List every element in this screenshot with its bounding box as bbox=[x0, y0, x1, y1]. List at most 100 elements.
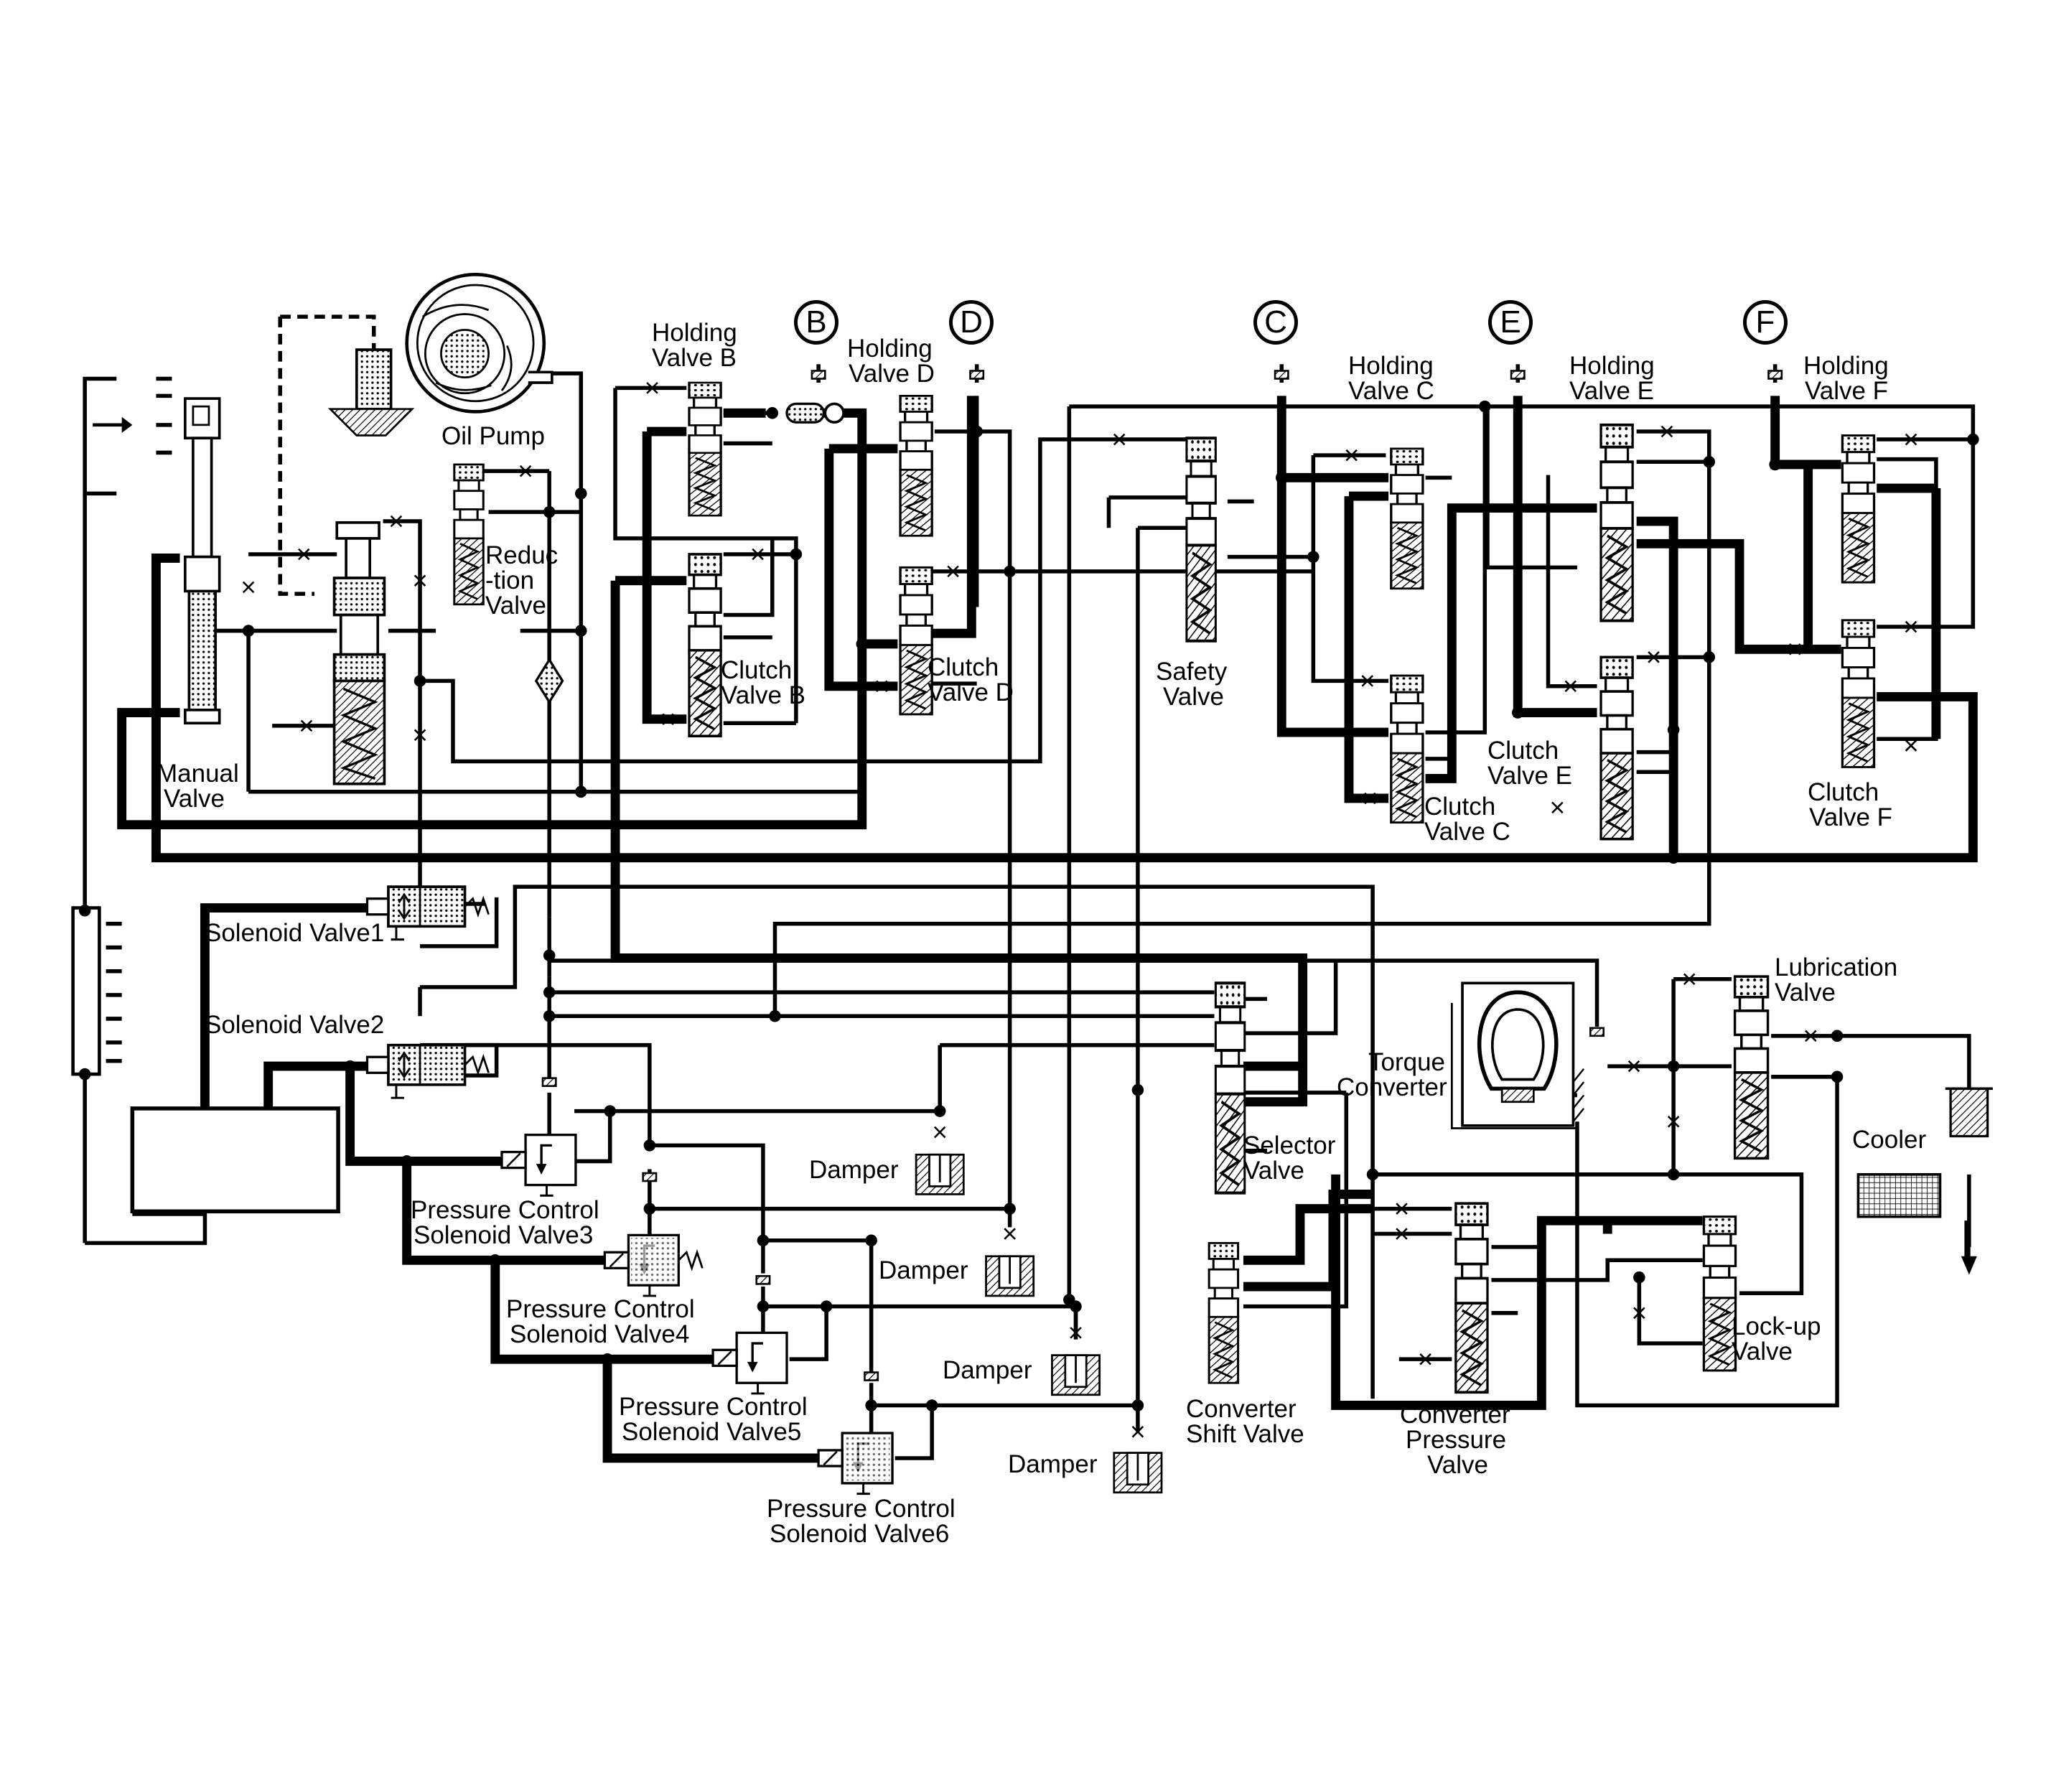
clutch-valve-b-body bbox=[688, 553, 722, 738]
clutch-valve-e-body bbox=[1599, 655, 1634, 841]
label-converter-pressure-valve-line3: Valve bbox=[1427, 1451, 1488, 1479]
label-selector-valve-line1: Selector bbox=[1243, 1131, 1336, 1159]
label-holding-valve-c-line1: Holding bbox=[1348, 352, 1434, 380]
label-damper-2: Damper bbox=[879, 1256, 968, 1284]
label-lubrication-valve-line2: Valve bbox=[1775, 979, 1836, 1007]
label-safety-valve-line1: Safety bbox=[1156, 658, 1228, 686]
pressure-control-solenoid-valve3-body bbox=[500, 1134, 577, 1197]
control-unit-box bbox=[130, 1106, 340, 1214]
holding-valve-d-body bbox=[899, 394, 933, 537]
holding-valve-f-body bbox=[1841, 434, 1876, 584]
label-pc-solenoid-valve3-line2: Solenoid Valve3 bbox=[414, 1221, 594, 1249]
label-solenoid-valve1: Solenoid Valve1 bbox=[205, 919, 385, 947]
converter-pressure-valve-body bbox=[1454, 1202, 1489, 1394]
label-damper-3: Damper bbox=[943, 1356, 1032, 1384]
cooler-body bbox=[1856, 1172, 1977, 1275]
holding-valve-b-body bbox=[688, 381, 722, 517]
label-solenoid-valve2: Solenoid Valve2 bbox=[205, 1011, 385, 1039]
label-pc-solenoid-valve4-line2: Solenoid Valve4 bbox=[510, 1320, 690, 1348]
label-selector-valve-line2: Valve bbox=[1243, 1157, 1304, 1185]
label-clutch-valve-e-line1: Clutch bbox=[1487, 737, 1559, 765]
safety-valve-body bbox=[1185, 437, 1218, 643]
label-torque-converter-line1: Torque bbox=[1368, 1048, 1446, 1076]
reduction-valve-body bbox=[453, 463, 485, 606]
lubrication-valve-body bbox=[1733, 975, 1770, 1160]
circle-marker-d: D bbox=[949, 300, 994, 345]
label-clutch-valve-e-line2: Valve E bbox=[1487, 762, 1573, 790]
label-clutch-valve-c-line2: Valve C bbox=[1424, 818, 1510, 846]
line-filters bbox=[541, 370, 1783, 1381]
damper-3-symbol bbox=[1051, 1354, 1101, 1396]
label-pc-solenoid-valve5-line2: Solenoid Valve5 bbox=[622, 1418, 802, 1446]
gear-selector-scale bbox=[71, 906, 101, 1076]
label-lockup-valve-line2: Valve bbox=[1732, 1338, 1793, 1366]
label-clutch-valve-b-line1: Clutch bbox=[721, 656, 793, 684]
label-pc-solenoid-valve6-line2: Solenoid Valve6 bbox=[770, 1520, 950, 1548]
oil-pump bbox=[405, 273, 553, 414]
circle-marker-b: B bbox=[794, 300, 839, 345]
label-holding-valve-d-line2: Valve D bbox=[849, 360, 935, 388]
label-damper-1: Damper bbox=[809, 1156, 899, 1184]
label-holding-valve-c-line2: Valve C bbox=[1348, 377, 1434, 405]
holding-valve-c-body bbox=[1390, 447, 1424, 590]
label-holding-valve-e-line1: Holding bbox=[1569, 352, 1655, 380]
label-manual-valve-line1: Manual bbox=[157, 760, 239, 788]
label-clutch-valve-f-line2: Valve F bbox=[1809, 803, 1893, 831]
selector-valve-body bbox=[1215, 983, 1244, 1193]
label-pc-solenoid-valve5-line1: Pressure Control bbox=[619, 1393, 808, 1421]
strainer bbox=[534, 657, 564, 704]
label-holding-valve-b-line1: Holding bbox=[652, 319, 737, 347]
damper-4-symbol bbox=[1113, 1452, 1163, 1494]
label-converter-pressure-valve-line2: Pressure bbox=[1406, 1426, 1507, 1454]
label-holding-valve-f-line2: Valve F bbox=[1805, 377, 1889, 405]
oil-filter bbox=[1945, 1087, 1993, 1138]
clutch-valve-c-body bbox=[1390, 674, 1424, 824]
label-clutch-valve-c-line1: Clutch bbox=[1424, 793, 1496, 821]
label-holding-valve-b-line2: Valve B bbox=[652, 344, 737, 372]
label-cooler: Cooler bbox=[1852, 1126, 1927, 1154]
damper-2-symbol bbox=[985, 1255, 1035, 1297]
circle-marker-f: F bbox=[1743, 300, 1788, 345]
label-clutch-valve-b-line2: Valve B bbox=[721, 681, 806, 709]
check-ball-valve bbox=[785, 402, 845, 424]
label-clutch-valve-d-line2: Valve D bbox=[928, 678, 1014, 706]
label-torque-converter-line2: Converter bbox=[1337, 1073, 1447, 1101]
label-lockup-valve-line1: Lock-up bbox=[1732, 1312, 1821, 1340]
label-pc-solenoid-valve3-line1: Pressure Control bbox=[411, 1196, 599, 1224]
clutch-valve-f-body bbox=[1841, 619, 1876, 769]
label-holding-valve-d-line1: Holding bbox=[847, 335, 933, 363]
lockup-valve-body bbox=[1702, 1215, 1737, 1372]
holding-valve-e-body bbox=[1599, 423, 1635, 622]
label-pc-solenoid-valve4-line1: Pressure Control bbox=[506, 1295, 695, 1323]
label-converter-pressure-valve-line1: Converter bbox=[1400, 1401, 1510, 1429]
converter-shift-valve-body bbox=[1207, 1241, 1240, 1384]
circle-marker-c: C bbox=[1253, 300, 1298, 345]
label-converter-shift-valve-line1: Converter bbox=[1186, 1395, 1297, 1423]
label-holding-valve-f-line1: Holding bbox=[1803, 352, 1889, 380]
oil-reservoir bbox=[327, 348, 415, 437]
pressure-control-solenoid-valve4-body bbox=[603, 1233, 704, 1297]
label-safety-valve-line2: Valve bbox=[1163, 683, 1224, 711]
pressure-control-solenoid-valve5-body bbox=[711, 1331, 788, 1395]
label-clutch-valve-d-line1: Clutch bbox=[928, 653, 999, 681]
label-manual-valve-line2: Valve bbox=[164, 785, 225, 813]
pressure-control-solenoid-valve6-body bbox=[817, 1432, 894, 1495]
label-holding-valve-e-line2: Valve E bbox=[1569, 377, 1655, 405]
label-pc-solenoid-valve6-line1: Pressure Control bbox=[767, 1495, 956, 1523]
solenoid-valve1-body bbox=[365, 885, 490, 941]
circle-marker-e: E bbox=[1488, 300, 1533, 345]
label-damper-4: Damper bbox=[1008, 1450, 1098, 1478]
pressure-regulator-valve bbox=[332, 521, 386, 785]
solenoid-valve2-body bbox=[365, 1043, 490, 1099]
torque-converter-body bbox=[1450, 981, 1585, 1129]
label-oil-pump: Oil Pump bbox=[442, 422, 545, 450]
manual-valve bbox=[93, 397, 221, 725]
damper-1-symbol bbox=[915, 1153, 965, 1195]
label-reduction-valve-line3: Valve bbox=[485, 592, 546, 620]
label-lubrication-valve-line1: Lubrication bbox=[1775, 953, 1898, 981]
label-converter-shift-valve-line2: Shift Valve bbox=[1186, 1420, 1304, 1448]
label-reduction-valve-line1: Reduc bbox=[485, 541, 559, 569]
label-reduction-valve-line2: -tion bbox=[485, 566, 535, 594]
